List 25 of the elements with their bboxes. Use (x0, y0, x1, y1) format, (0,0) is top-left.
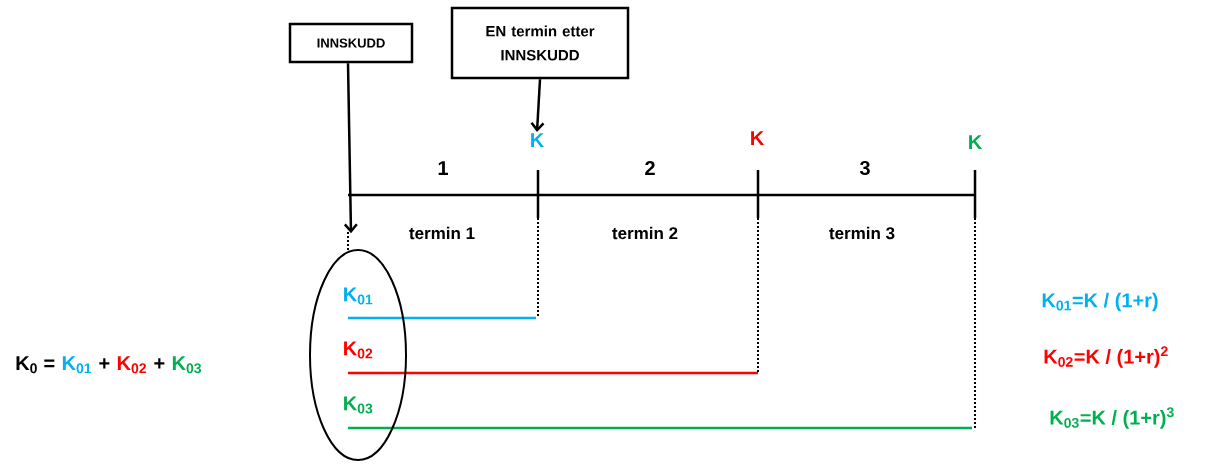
arrow (530, 79, 545, 132)
formula-term: K$_{01}$ (62, 356, 92, 374)
text-box: INNSKUDD (288, 22, 414, 64)
formula-term: K$_{03}$ (172, 356, 202, 374)
period-label: termin 2 (612, 226, 678, 240)
present-value-label: K$_{03}$ (344, 396, 373, 414)
period-number: 3 (859, 160, 870, 176)
present-value-label: K$_{02}$ (344, 341, 373, 359)
text-box: EN termin etter INNSKUDD (450, 6, 630, 80)
period-label: termin 1 (409, 226, 475, 240)
period-number: 1 (438, 161, 448, 175)
period-label: termin 3 (829, 226, 895, 240)
period-number: 2 (645, 161, 655, 175)
cash-flow-label: K (969, 135, 983, 149)
formula: K$_{03}$=K / (1+r)$^{3}$ (1050, 407, 1174, 429)
formula-term: K$_{0}$ = (16, 356, 55, 374)
cash-flow-label: K (531, 133, 545, 147)
formula: K$_{01}$=K / (1+r) (1042, 292, 1158, 312)
present-value-label: K$_{01}$ (344, 287, 373, 305)
formula-term: + (154, 358, 165, 369)
arrow (343, 63, 358, 234)
formula-term: K$_{02}$ (117, 356, 146, 374)
formula-term: + (99, 358, 110, 369)
formula: K$_{02}$=K / (1+r)$^{2}$ (1044, 346, 1168, 368)
cash-flow-label: K (751, 131, 765, 145)
